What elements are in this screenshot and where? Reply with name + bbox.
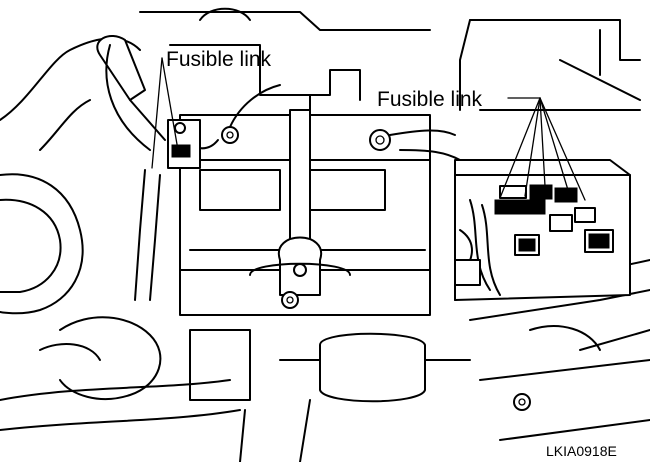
right-fusible-link-block-2 <box>529 184 553 200</box>
callout-fusible-link-left: Fusible link <box>166 48 272 71</box>
right-fusible-link-block-1 <box>494 199 546 215</box>
left-fusible-link-assembly <box>96 35 201 301</box>
bolt-bottom-right <box>513 393 531 411</box>
negative-terminal <box>221 126 239 144</box>
right-fusible-link-block-3 <box>554 187 578 203</box>
canister <box>319 332 426 403</box>
positive-cable <box>389 129 456 136</box>
figure-code: LKIA0918E <box>546 443 617 459</box>
left-fusible-link-block <box>171 144 191 158</box>
positive-terminal <box>369 129 391 151</box>
battery <box>179 84 431 316</box>
callout-fusible-link-right: Fusible link <box>377 88 483 111</box>
fuse-relay-box <box>454 159 631 301</box>
engine-bay-outline <box>0 7 650 462</box>
callout-leaders <box>151 57 586 201</box>
